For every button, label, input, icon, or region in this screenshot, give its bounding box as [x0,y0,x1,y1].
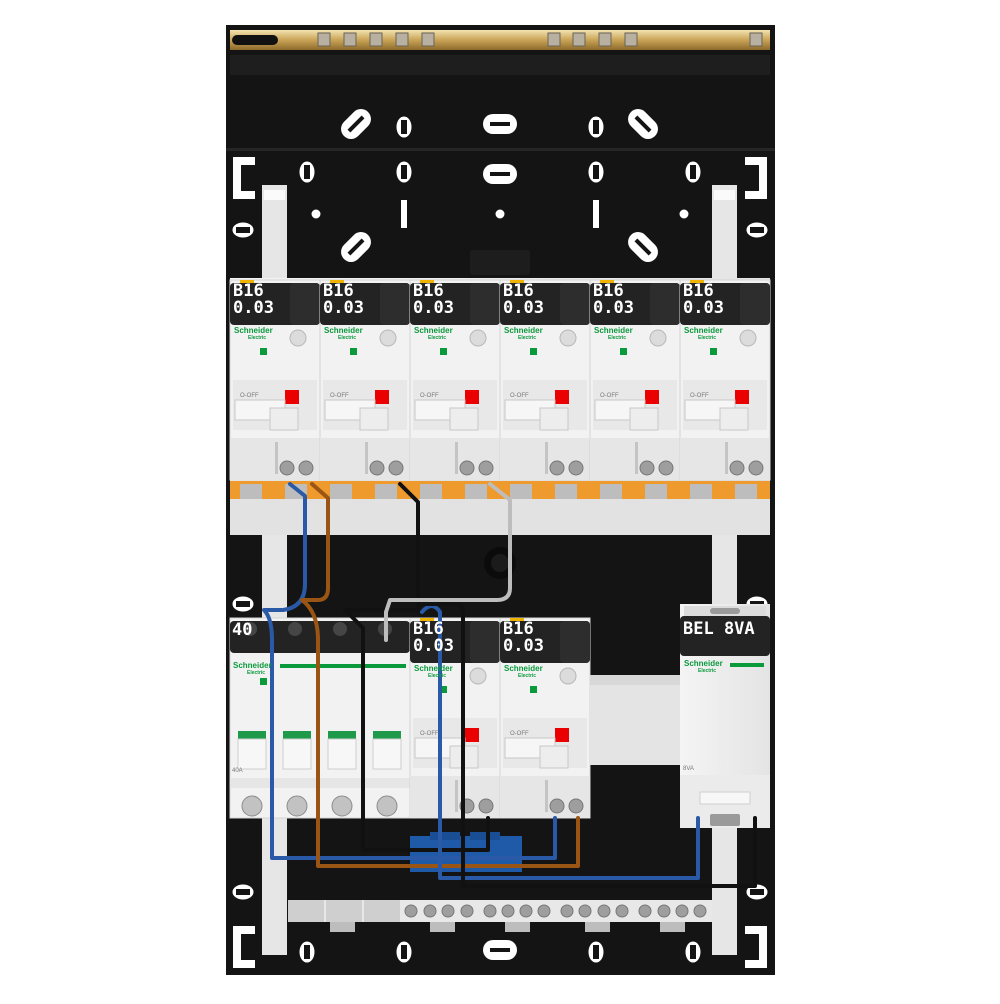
earth-bar-top [230,30,770,50]
bottom-rcbo-switch-text: O-OFF [510,731,529,737]
bell-transformer-side-text: 8VA [683,766,694,772]
top-rcbo-switch-text: O-OFF [510,393,529,399]
rcbo-module [409,279,501,481]
main-switch-rating: 40 [232,620,253,640]
rcbo-module [409,617,501,819]
rcbo-module [319,279,411,481]
top-rcbo-switch-text: O-OFF [240,393,259,399]
wiring [262,482,757,888]
top-rcbo-switch-text: O-OFF [600,393,619,399]
rcbo-module [679,279,771,481]
rcbo-module [229,279,321,481]
main-switch-side-text: 40A [232,768,243,774]
top-rcbo-switch-text: O-OFF [690,393,709,399]
top-rcbo-switch-text: O-OFF [330,393,349,399]
bell-transformer [680,604,770,828]
bottom-rcbo-switch-text: O-OFF [420,731,439,737]
top-rcbo-rating: B16 0.03 [413,281,454,318]
top-rcbo-rating: B16 0.03 [233,281,274,318]
bell-transformer-label: BEL 8VA [683,619,755,639]
top-rcbo-rating: B16 0.03 [503,281,544,318]
rcbo-module [499,279,591,481]
top-row-modules [229,278,771,483]
bottom-rcbo-rating: B16 0.03 [503,619,544,656]
top-rcbo-rating: B16 0.03 [323,281,364,318]
blanking-plate [590,675,680,765]
top-rcbo-switch-text: O-OFF [420,393,439,399]
rcbo-module [589,279,681,481]
rcbo-module [499,617,591,819]
busbar-cover [230,499,770,535]
top-rcbo-rating: B16 0.03 [593,281,634,318]
top-rcbo-rating: B16 0.03 [683,281,724,318]
bottom-rcbo-rating: B16 0.03 [413,619,454,656]
